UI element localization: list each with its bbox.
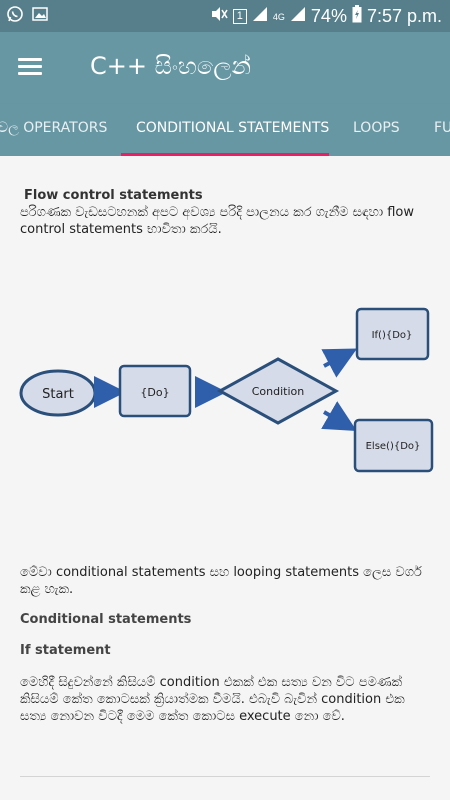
tab-functions[interactable]: FU: [434, 120, 450, 136]
if-label: If(){Do}: [372, 330, 413, 341]
tab-bar: වල OPERATORS CONDITIONAL STATEMENTS LOOP…: [0, 104, 450, 156]
app-bar: C++ සිංහලෙන්: [0, 32, 450, 104]
status-bar: 1 4G 74% 7:57 p.m.: [0, 0, 450, 32]
else-label: Else(){Do}: [366, 441, 421, 452]
tab-loops[interactable]: LOOPS: [353, 120, 400, 136]
battery-charging-icon: [352, 4, 362, 28]
arrow-condition-else: [321, 401, 357, 432]
content-area: Flow control statements පරිගණක වැඩසටහනක්…: [0, 156, 450, 800]
mute-icon: [210, 6, 228, 27]
menu-icon[interactable]: [18, 56, 44, 78]
conditional-statements-heading: Conditional statements: [20, 612, 192, 627]
tab-conditional-statements[interactable]: CONDITIONAL STATEMENTS: [136, 120, 330, 136]
condition-node: [216, 357, 340, 425]
do-label: {Do}: [140, 386, 169, 399]
classification-paragraph: මේවා conditional statements සහ looping s…: [20, 565, 422, 597]
if-statement-paragraph: මෙහිදී සිදුවන්නේ කිසියම් condition එකක් …: [20, 675, 405, 724]
if-statement-heading: If statement: [20, 643, 111, 658]
network-type: 4G: [272, 11, 285, 22]
sim-badge: 1: [232, 8, 247, 24]
gallery-icon: [32, 6, 48, 27]
signal-icon-1: [252, 6, 268, 27]
signal-icon-2: [290, 6, 306, 27]
whatsapp-icon: [6, 5, 24, 28]
tab-indicator: [121, 153, 329, 156]
condition-label: Condition: [252, 385, 305, 398]
intro-paragraph: පරිගණක වැඩසටහනක් අපට අවශ්‍ය පරිදි පාලනය …: [20, 205, 415, 237]
arrow-condition-if: [321, 348, 358, 378]
if-node: [355, 307, 430, 361]
else-node: [353, 418, 434, 473]
start-label: Start: [42, 387, 74, 402]
tab-operators[interactable]: වල OPERATORS: [0, 120, 108, 136]
battery-percent: 74%: [310, 5, 347, 26]
clock: 7:57 p.m.: [366, 5, 442, 26]
flow-diagram: Start {Do} Condition If(){Do} Else(){Do}: [19, 307, 434, 473]
section-heading: Flow control statements: [24, 188, 203, 203]
content-divider: [20, 776, 430, 777]
do-node: [118, 364, 192, 418]
app-title: C++ සිංහලෙන්: [90, 52, 251, 80]
